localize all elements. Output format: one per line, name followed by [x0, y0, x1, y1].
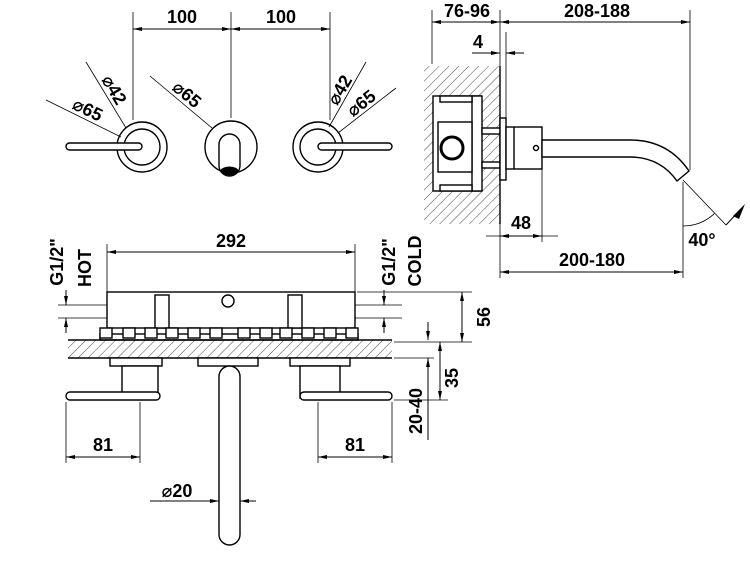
- handle-lever: [65, 142, 143, 151]
- escutcheon: [289, 357, 351, 367]
- leader-line: [328, 61, 367, 128]
- hot-thread-label: G1/2": [47, 238, 67, 286]
- spout-tube: [218, 133, 241, 177]
- right-handle-front: [292, 121, 393, 173]
- spout-front: [204, 120, 258, 177]
- handle-lever: [299, 391, 393, 401]
- mounting-rail: [99, 333, 359, 341]
- hot-label: HOT: [75, 249, 95, 287]
- spout-side: [541, 139, 690, 183]
- handle-lever: [65, 391, 161, 401]
- dim-angle: 40°: [688, 230, 715, 250]
- fitting: [99, 327, 113, 339]
- dim-body-length: 48: [511, 213, 531, 233]
- angle-line: [682, 179, 727, 226]
- fitting: [122, 327, 136, 339]
- valve-body-side: [505, 126, 543, 170]
- rough-in-body: [432, 95, 501, 192]
- fitting: [345, 327, 359, 339]
- cold-valve-housing: [287, 294, 303, 329]
- fitting: [237, 327, 251, 339]
- leader-line: [149, 75, 213, 129]
- leader-line: [337, 87, 397, 134]
- front-view: 100 100 ⌀42 ⌀65 ⌀65 ⌀42 ⌀65: [45, 7, 397, 177]
- fitting: [209, 327, 223, 339]
- outlet-port: [221, 294, 235, 308]
- dia-label-left-large: ⌀65: [69, 94, 106, 126]
- fitting: [279, 327, 293, 339]
- flow-arrow-head: [733, 204, 745, 219]
- dim-spacing-left: 100: [167, 7, 197, 27]
- side-view: 76-96 208-188 4 48 200-180 40°: [424, 1, 745, 278]
- body-lug: [439, 95, 473, 103]
- concealed-body: [99, 291, 359, 341]
- escutcheon-side: [499, 117, 507, 181]
- left-handle-plan: [65, 357, 163, 401]
- fitting: [301, 327, 315, 339]
- spout-outlet: [220, 166, 239, 176]
- angle-arc: [682, 213, 715, 227]
- dim-reach: 200-180: [559, 250, 625, 270]
- body-lug: [439, 184, 473, 192]
- dim-wall-thickness: 20-40: [406, 388, 426, 434]
- left-handle-front: [65, 121, 168, 173]
- plan-view: 292 G1/2" HOT G1/2" COLD: [47, 231, 494, 546]
- body-connector: [481, 127, 501, 135]
- fitting: [165, 327, 179, 339]
- body-connector: [481, 161, 501, 169]
- fitting: [187, 327, 201, 339]
- cold-label: COLD: [405, 236, 425, 287]
- escutcheon: [197, 357, 259, 367]
- dim-right-lever: 81: [345, 435, 365, 455]
- dim-wall-depth: 76-96: [444, 1, 490, 21]
- dim-flange: 4: [473, 32, 483, 52]
- hot-valve-housing: [154, 294, 170, 329]
- wall-band: [68, 340, 392, 358]
- dia-label-left-small: ⌀42: [98, 72, 131, 109]
- dim-spacing-right: 100: [266, 7, 296, 27]
- fitting: [259, 327, 273, 339]
- fitting: [144, 327, 158, 339]
- cold-thread-label: G1/2": [379, 238, 399, 286]
- leader-line: [45, 99, 122, 138]
- body-port: [439, 135, 465, 161]
- escutcheon: [109, 357, 163, 367]
- spout-plan: [197, 357, 259, 546]
- dim-body-height: 56: [474, 307, 494, 327]
- right-handle-plan: [289, 357, 393, 401]
- dim-overall-width: 292: [216, 231, 246, 251]
- valve-screw: [532, 144, 540, 152]
- dim-projection: 208-188: [564, 1, 630, 21]
- handle-lever: [317, 142, 393, 151]
- dim-outlet: 35: [442, 368, 462, 388]
- leader-line: [85, 61, 127, 129]
- dim-left-lever: 81: [93, 435, 113, 455]
- spout-tube: [218, 365, 241, 546]
- body-housing: [106, 291, 356, 329]
- dia-label-spout: ⌀65: [169, 77, 205, 112]
- dim-spout-diameter: ⌀20: [162, 481, 193, 501]
- body-plate: [471, 95, 483, 192]
- fitting: [323, 327, 337, 339]
